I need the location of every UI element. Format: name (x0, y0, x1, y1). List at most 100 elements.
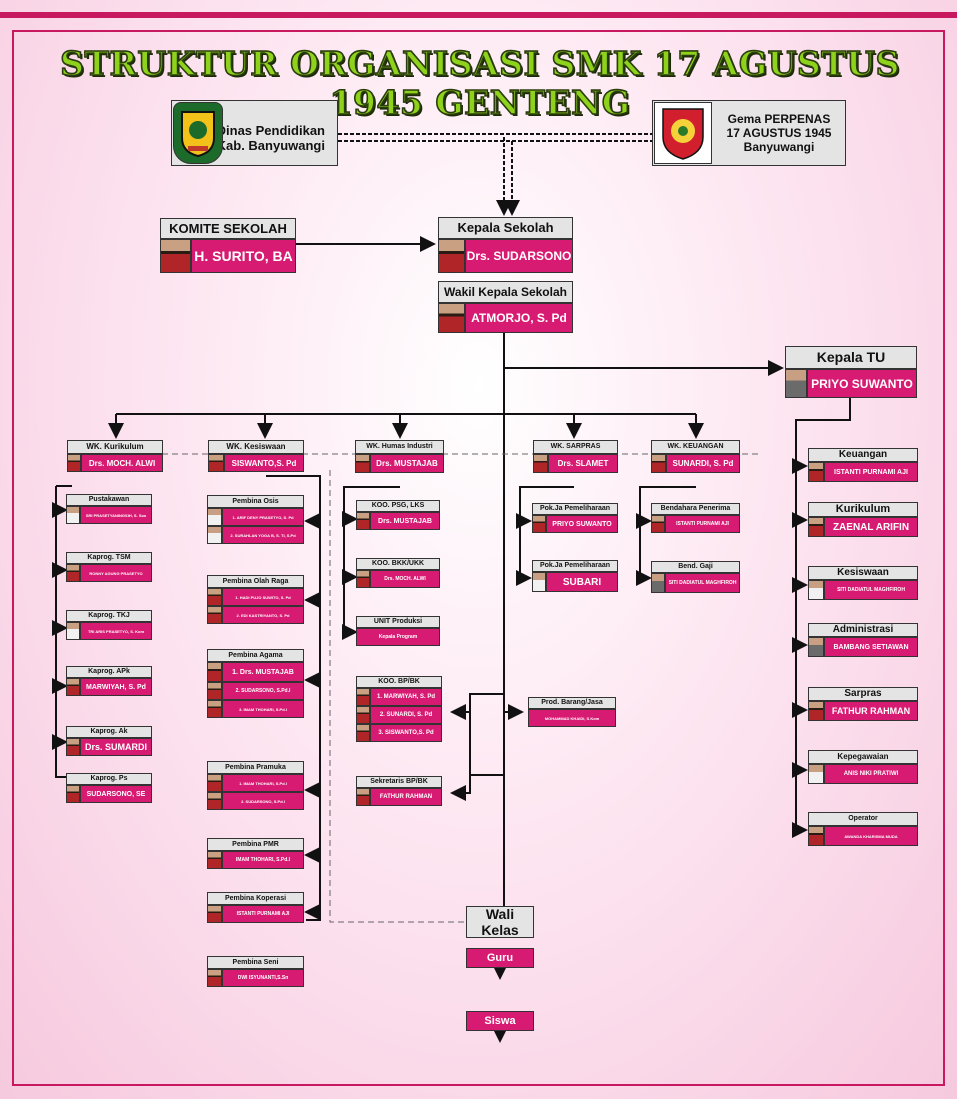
humas-item-title: KOO. BKK/UKK (356, 558, 440, 570)
top-bar (0, 12, 957, 18)
kesiswaan-head-name: SISWANTO,S. Pd (224, 454, 304, 472)
pembina-photo (207, 606, 222, 624)
kurikulum-item-title: Kaprog. APk (66, 666, 152, 678)
tu-staff-title: Kurikulum (808, 502, 918, 517)
kurikulum-item-name: SRI PRASETYANINGSIH, S. Sos (80, 506, 152, 524)
tu-staff-photo (808, 580, 824, 600)
pembina-name: 1. HADI PUJO SUWITO, S. Pd (222, 588, 304, 606)
wali-kelas-box: Wali Kelas (466, 906, 534, 938)
pembina-title: Pembina Pramuka (207, 761, 304, 774)
kurikulum-item-name: TRI ARIS PRASETYO, S. Kom (80, 622, 152, 640)
pembina-name: ISTANTI PURNAMI AJI (222, 905, 304, 923)
bp-title: KOO. BP/BK (356, 676, 442, 688)
bp-name: 1. MARWIYAH, S. Pd (370, 688, 442, 706)
sarpras-head-name: Drs. SLAMET (548, 454, 618, 473)
tu-staff-name: ANIS NIKI PRATIWI (824, 764, 918, 784)
tu-staff-photo (808, 637, 824, 657)
kurikulum-item-title: Kaprog. TKJ (66, 610, 152, 622)
keuangan-head-photo (651, 454, 666, 473)
komite-photo (160, 239, 191, 273)
tu-staff-title: Keuangan (808, 448, 918, 462)
keuangan-item-name: ISTANTI PURNAMI AJI (665, 515, 740, 533)
siswa-box: Siswa (466, 1011, 534, 1031)
kurikulum-item-photo (66, 678, 80, 696)
pembina-name: 1. IMAM THOHARI, S.Pd.I (222, 774, 304, 792)
tu-staff-photo (808, 462, 824, 482)
keuangan-head-name: SUNARDI, S. Pd (666, 454, 740, 473)
tu-photo (785, 369, 807, 398)
pembina-title: Pembina PMR (207, 838, 304, 851)
pembina-name: 2. EDI KASTRIYANTO, S. Pd (222, 606, 304, 624)
sekretaris-photo (356, 788, 370, 806)
tu-staff-title: Kesiswaan (808, 566, 918, 580)
humas-head-name: Drs. MUSTAJAB (370, 454, 444, 473)
pembina-photo (207, 526, 222, 544)
tu-staff-photo (808, 764, 824, 784)
sarpras-head-photo (533, 454, 548, 473)
humas-item-name: Kepala Program (356, 628, 440, 646)
pembina-title: Pembina Osis (207, 495, 304, 508)
kepala-name: Drs. SUDARSONO (465, 239, 573, 273)
pembina-name: 3. IMAM THOHARI, S.Pd.I (222, 700, 304, 718)
keuangan-head-title: WK. KEUANGAN (651, 440, 740, 454)
sarpras-item-title: Pok.Ja Pemeliharaan (532, 503, 618, 515)
kurikulum-item-name: SUDARSONO, SE (80, 785, 152, 803)
pembina-name: 2. SUDARSONO, S.Pd.I (222, 682, 304, 700)
tu-staff-title: Administrasi (808, 623, 918, 637)
pembina-photo (207, 969, 222, 987)
wakil-title: Wakil Kepala Sekolah (438, 281, 573, 303)
bp-name: 2. SUNARDI, S. Pd (370, 706, 442, 724)
humas-item-photo (356, 570, 370, 588)
keuangan-item-photo (651, 515, 665, 533)
pembina-name: 1. ARIF DENY PRASETYO, S. Pd (222, 508, 304, 526)
kurikulum-item-photo (66, 738, 80, 756)
humas-item-photo (356, 512, 370, 530)
guru-box: Guru (466, 948, 534, 968)
sekretaris-title: Sekretaris BP/BK (356, 776, 442, 788)
kesiswaan-head-photo (208, 454, 224, 472)
pembina-photo (207, 662, 222, 682)
kurikulum-item-photo (66, 564, 80, 582)
pembina-photo (207, 588, 222, 606)
tu-title: Kepala TU (785, 346, 917, 369)
sarpras-item-name: SUBARI (546, 572, 618, 592)
humas-item-title: KOO. PSG, LKS (356, 500, 440, 512)
humas-item-title: UNIT Produksi (356, 616, 440, 628)
pembina-photo (207, 851, 222, 869)
kurikulum-item-name: RONNY AGUNG PRASETYO (80, 564, 152, 582)
sekretaris-name: FATHUR RAHMAN (370, 788, 442, 806)
pembina-photo (207, 792, 222, 810)
pembina-photo (207, 508, 222, 526)
kurikulum-item-title: Kaprog. Ps (66, 773, 152, 785)
pembina-photo (207, 700, 222, 718)
tu-staff-name: BAMBANG SETIAWAN (824, 637, 918, 657)
prod-name: MOHAMMAD KHAIDI, S.Kom (528, 709, 616, 727)
tu-staff-photo (808, 701, 824, 721)
komite-name: H. SURITO, BA (191, 239, 296, 273)
pembina-name: IMAM THOHARI, S.Pd.I (222, 851, 304, 869)
keuangan-item-name: SITI DADIATUL MAGHFIROH (665, 573, 740, 593)
pembina-name: 2. SUDARSONO, S.Pd.I (222, 792, 304, 810)
kurikulum-head-name: Drs. MOCH. ALWI (81, 454, 163, 472)
pembina-title: Pembina Agama (207, 649, 304, 662)
bp-photo (356, 688, 370, 706)
tu-name: PRIYO SUWANTO (807, 369, 917, 398)
pembina-title: Pembina Koperasi (207, 892, 304, 905)
tu-staff-name: AWANDA KHARISMA MUDA (824, 826, 918, 846)
kurikulum-item-title: Kaprog. TSM (66, 552, 152, 564)
pembina-name: 2. SURAHLAN YOGA B, S. TI, S.Pd (222, 526, 304, 544)
kurikulum-item-name: MARWIYAH, S. Pd (80, 678, 152, 696)
pembina-title: Pembina Seni (207, 956, 304, 969)
pembina-name: 1. Drs. MUSTAJAB (222, 662, 304, 682)
kepala-photo (438, 239, 465, 273)
humas-head-title: WK. Humas Industri (355, 440, 444, 454)
pembina-photo (207, 774, 222, 792)
tu-staff-photo (808, 517, 824, 537)
tu-staff-photo (808, 826, 824, 846)
tu-staff-name: ISTANTI PURNAMI AJI (824, 462, 918, 482)
sarpras-item-name: PRIYO SUWANTO (546, 515, 618, 533)
banyuwangi-crest-icon (173, 102, 223, 164)
tu-staff-name: ZAENAL ARIFIN (824, 517, 918, 537)
humas-item-name: Drs. MUSTAJAB (370, 512, 440, 530)
frame-border (12, 30, 945, 1086)
